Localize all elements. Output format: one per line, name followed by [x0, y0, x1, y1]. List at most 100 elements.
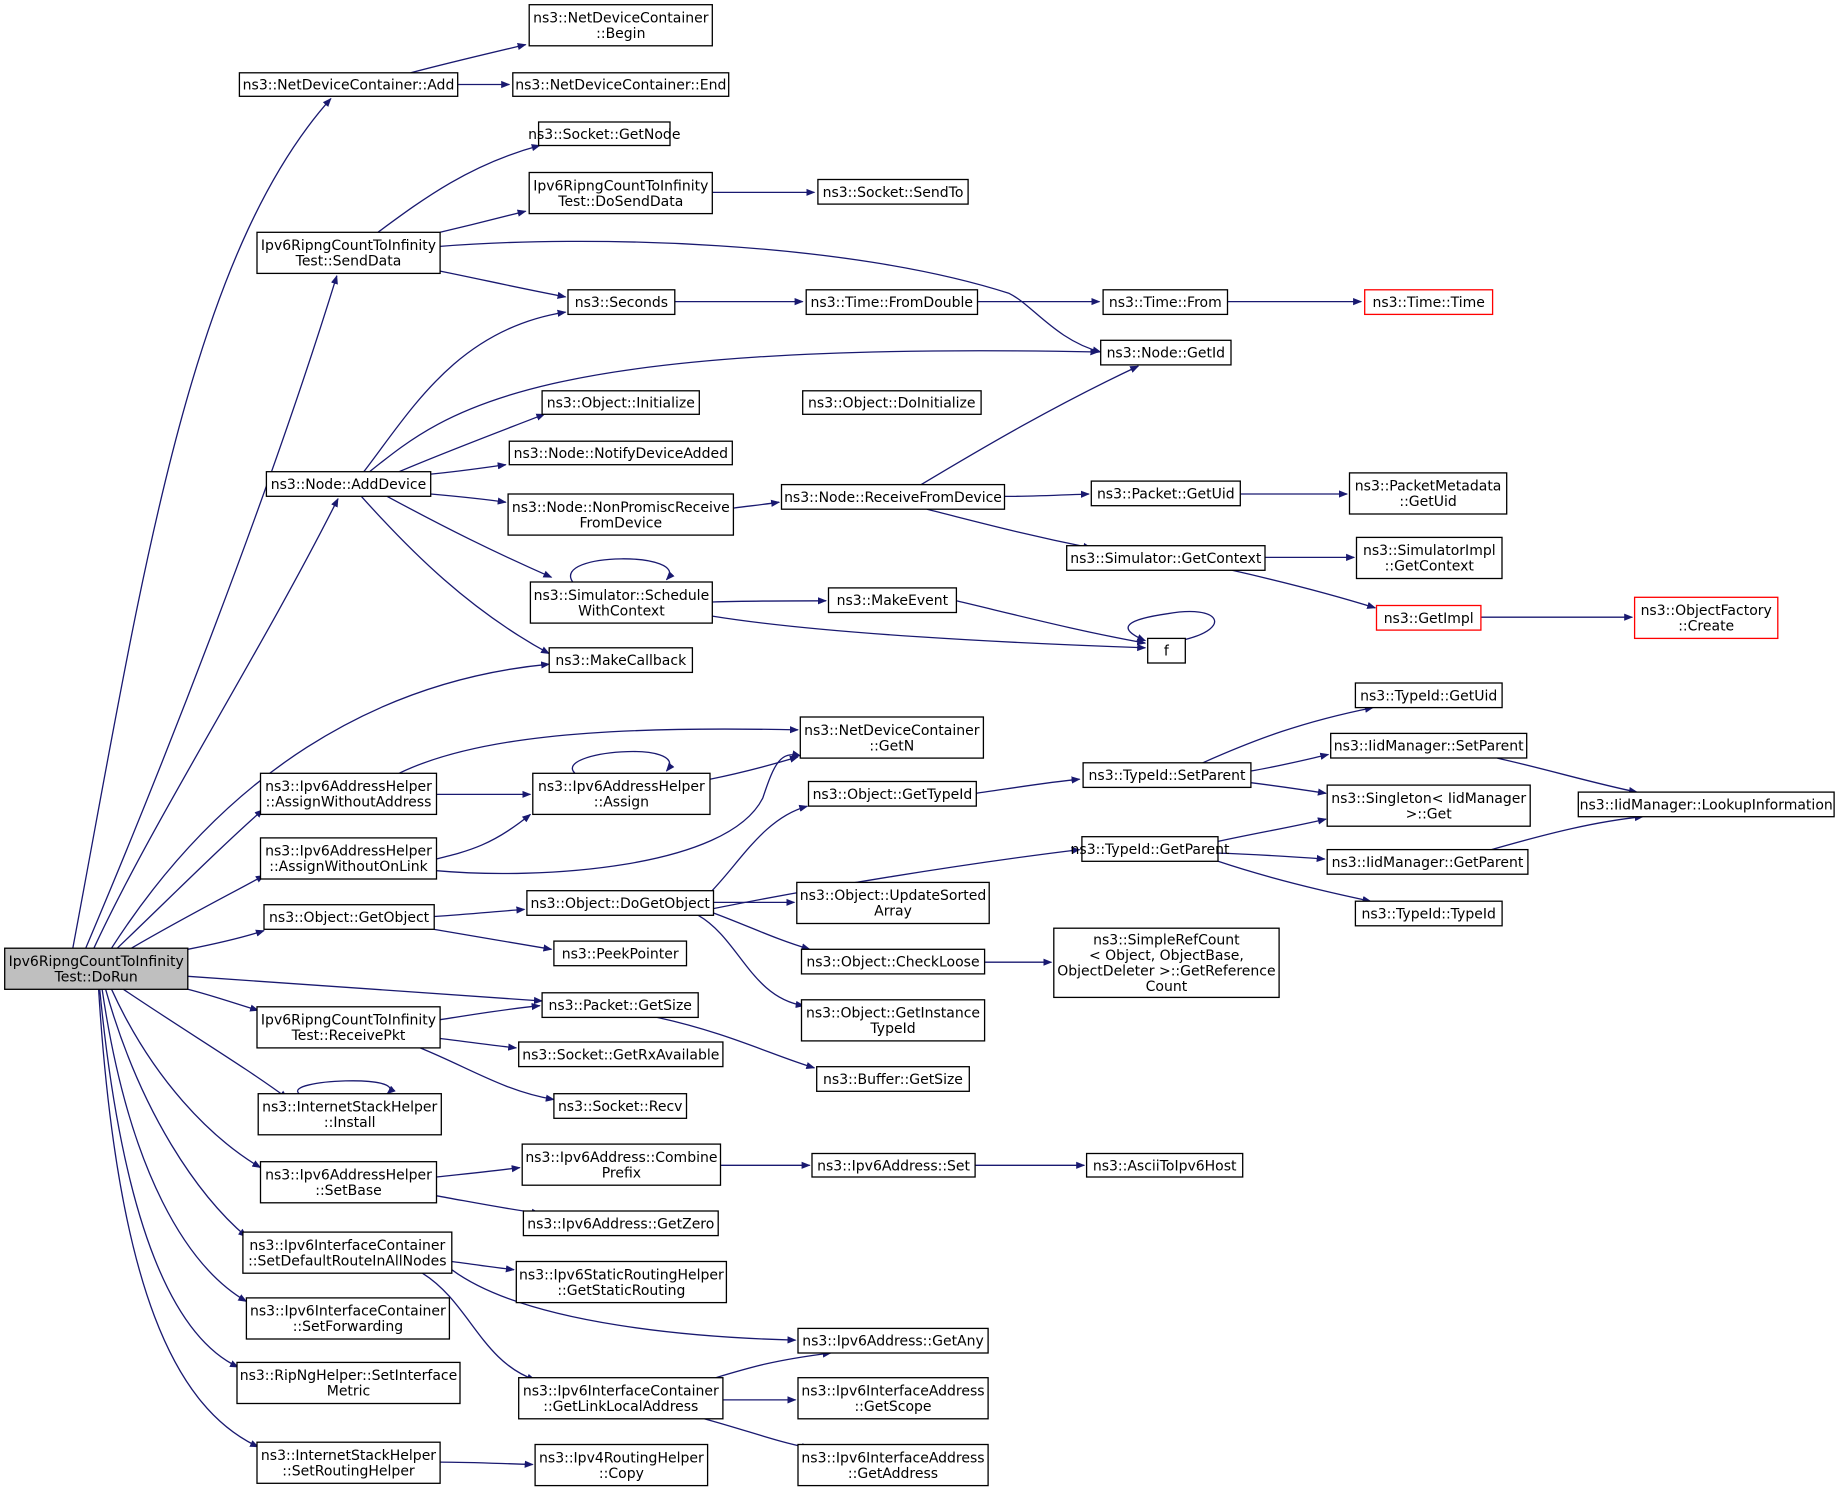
node-label: Test::DoRun	[54, 969, 138, 985]
node-box	[534, 1443, 709, 1487]
node-sim-getcontext[interactable]: ns3::Simulator::GetContext	[1066, 545, 1266, 571]
node-sock-getnode[interactable]: ns3::Socket::GetNode	[528, 121, 680, 147]
node-box	[532, 772, 711, 816]
node-singleton-get[interactable]: ns3::Singleton< IidManager >::Get	[1326, 784, 1531, 827]
node-obj-initialize[interactable]: ns3::Object::Initialize	[541, 390, 700, 415]
node-buffer-getsize[interactable]: ns3::Buffer::GetSize	[816, 1066, 970, 1092]
node-obj-dogetobject[interactable]: ns3::Object::DoGetObject	[526, 890, 715, 916]
node-seconds[interactable]: ns3::Seconds	[567, 289, 676, 316]
node-objfactory-create[interactable]: ns3::ObjectFactory::Create	[1633, 596, 1779, 640]
node-label: ::Install	[324, 1115, 376, 1131]
node-asciitoipv6[interactable]: ns3::AsciiToIpv6Host	[1085, 1152, 1244, 1178]
node-v6helper-assign[interactable]: ns3::Ipv6AddressHelper::Assign	[532, 772, 711, 816]
node-time-from[interactable]: ns3::Time::From	[1102, 289, 1229, 316]
node-sock-sendto[interactable]: ns3::Socket::SendTo	[817, 178, 969, 205]
node-iid-lookup[interactable]: ns3::IidManager::LookupInformation	[1577, 791, 1835, 818]
node-ish-setrouting[interactable]: ns3::InternetStackHelper::SetRoutingHelp…	[256, 1441, 441, 1484]
node-box	[521, 1143, 722, 1186]
node-typeid-getparent[interactable]: ns3::TypeId::GetParent	[1071, 836, 1230, 862]
node-obj-gettypeid[interactable]: ns3::Object::GetTypeId	[807, 780, 977, 807]
node-time-fromdouble[interactable]: ns3::Time::FromDouble	[805, 289, 979, 316]
node-ish-install[interactable]: ns3::InternetStackHelper::Install	[257, 1093, 442, 1136]
node-box	[259, 1161, 438, 1204]
node-box	[507, 493, 735, 536]
node-typeid-typeid[interactable]: ns3::TypeId::TypeId	[1354, 900, 1503, 927]
node-ndc-begin[interactable]: ns3::NetDeviceContainer::Begin	[528, 4, 713, 47]
node-label: ::SetForwarding	[293, 1319, 403, 1335]
node-label: ns3::Seconds	[575, 295, 668, 311]
node-label: ::GetStaticRouting	[557, 1283, 685, 1299]
node-box	[1354, 682, 1503, 709]
node-v6ic-setdefault[interactable]: ns3::Ipv6InterfaceContainer::SetDefaultR…	[242, 1231, 453, 1274]
node-label: ns3::Object::GetTypeId	[813, 787, 973, 803]
node-simimpl-getcontext[interactable]: ns3::SimulatorImpl::GetContext	[1355, 536, 1503, 580]
node-sock-recv[interactable]: ns3::Socket::Recv	[553, 1093, 688, 1119]
node-node-notify[interactable]: ns3::Node::NotifyDeviceAdded	[508, 440, 733, 466]
node-node-recvfrom[interactable]: ns3::Node::ReceiveFromDevice	[780, 483, 1006, 510]
node-label: f	[1164, 644, 1170, 660]
node-makecallback[interactable]: ns3::MakeCallback	[548, 647, 694, 674]
node-packet-getuid[interactable]: ns3::Packet::GetUid	[1090, 480, 1241, 507]
node-box	[4, 947, 189, 990]
call-edge	[697, 914, 805, 1008]
call-edge	[715, 1350, 832, 1379]
node-v6ifaddr-getaddress[interactable]: ns3::Ipv6InterfaceAddress::GetAddress	[797, 1443, 989, 1487]
call-edge	[434, 906, 526, 918]
call-edge	[122, 988, 289, 1099]
node-pktmeta-getuid[interactable]: ns3::PacketMetadata::GetUid	[1348, 472, 1508, 515]
node-ndc-add[interactable]: ns3::NetDeviceContainer::Add	[238, 72, 459, 97]
call-edge	[116, 809, 264, 949]
node-typeid-setparent[interactable]: ns3::TypeId::SetParent	[1082, 762, 1252, 789]
node-packet-getsize[interactable]: ns3::Packet::GetSize	[541, 992, 699, 1019]
node-box	[797, 1327, 989, 1354]
node-label: >::Get	[1406, 806, 1453, 822]
node-ndc-getn[interactable]: ns3::NetDeviceContainer::GetN	[799, 716, 985, 759]
node-time-time[interactable]: ns3::Time::Time	[1364, 289, 1494, 316]
node-box	[553, 1093, 688, 1119]
nodes-layer: Ipv6RipngCountToInfinityTest::DoRunns3::…	[4, 4, 1835, 1487]
node-label: ns3::Ipv6InterfaceContainer	[523, 1383, 719, 1399]
node-obj-doinitialize[interactable]: ns3::Object::DoInitialize	[802, 390, 982, 415]
node-box	[805, 289, 979, 316]
node-peekpointer[interactable]: ns3::PeekPointer	[553, 940, 688, 967]
node-getimpl[interactable]: ns3::GetImpl	[1375, 604, 1482, 631]
node-label: ns3::Time::FromDouble	[811, 295, 974, 311]
node-box	[1348, 472, 1508, 515]
node-iid-getparent[interactable]: ns3::IidManager::GetParent	[1326, 848, 1529, 875]
node-v6helper-assignwoonlink[interactable]: ns3::Ipv6AddressHelper::AssignWithoutOnL…	[259, 837, 438, 880]
node-v4routing-copy[interactable]: ns3::Ipv4RoutingHelper::Copy	[534, 1443, 709, 1487]
node-ndc-end[interactable]: ns3::NetDeviceContainer::End	[512, 72, 730, 97]
node-simplerefcount[interactable]: ns3::SimpleRefCount< Object, ObjectBase,…	[1053, 927, 1280, 999]
node-box	[1090, 480, 1241, 507]
node-v6helper-setbase[interactable]: ns3::Ipv6AddressHelper::SetBase	[259, 1161, 438, 1204]
node-v6ic-setforwarding[interactable]: ns3::Ipv6InterfaceContainer::SetForwardi…	[245, 1297, 451, 1340]
node-v6addr-getzero[interactable]: ns3::Ipv6Address::GetZero	[522, 1210, 719, 1237]
node-label: ns3::Ipv6AddressHelper	[265, 1168, 432, 1184]
node-node-getid[interactable]: ns3::Node::GetId	[1100, 339, 1232, 366]
node-makeevent[interactable]: ns3::MakeEvent	[827, 587, 958, 614]
node-v6addr-getany[interactable]: ns3::Ipv6Address::GetAny	[797, 1327, 989, 1354]
node-v6addr-set[interactable]: ns3::Ipv6Address::Set	[811, 1152, 976, 1178]
node-node-adddevice[interactable]: ns3::Node::AddDevice	[265, 471, 432, 497]
node-obj-checkloose[interactable]: ns3::Object::CheckLoose	[800, 948, 986, 975]
node-v6helper-assignwoaddr[interactable]: ns3::Ipv6AddressHelper::AssignWithoutAdd…	[259, 772, 438, 816]
node-sock-getrxavail[interactable]: ns3::Socket::GetRxAvailable	[518, 1041, 724, 1068]
node-v6static-getstatic[interactable]: ns3::Ipv6StaticRoutingHelper::GetStaticR…	[515, 1260, 728, 1304]
node-v6ifaddr-getscope[interactable]: ns3::Ipv6InterfaceAddress::GetScope	[797, 1377, 989, 1420]
node-f[interactable]: f	[1147, 637, 1186, 664]
node-v6ic-getlinklocal[interactable]: ns3::Ipv6InterfaceContainer::GetLinkLoca…	[518, 1377, 724, 1420]
node-obj-getobject[interactable]: ns3::Object::GetObject	[263, 904, 435, 930]
node-iid-setparent[interactable]: ns3::IidManager::SetParent	[1330, 732, 1528, 759]
node-label: Ipv6RipngCountToInfinity	[9, 954, 184, 970]
node-box	[528, 4, 713, 47]
node-typeid-getuid[interactable]: ns3::TypeId::GetUid	[1354, 682, 1503, 709]
